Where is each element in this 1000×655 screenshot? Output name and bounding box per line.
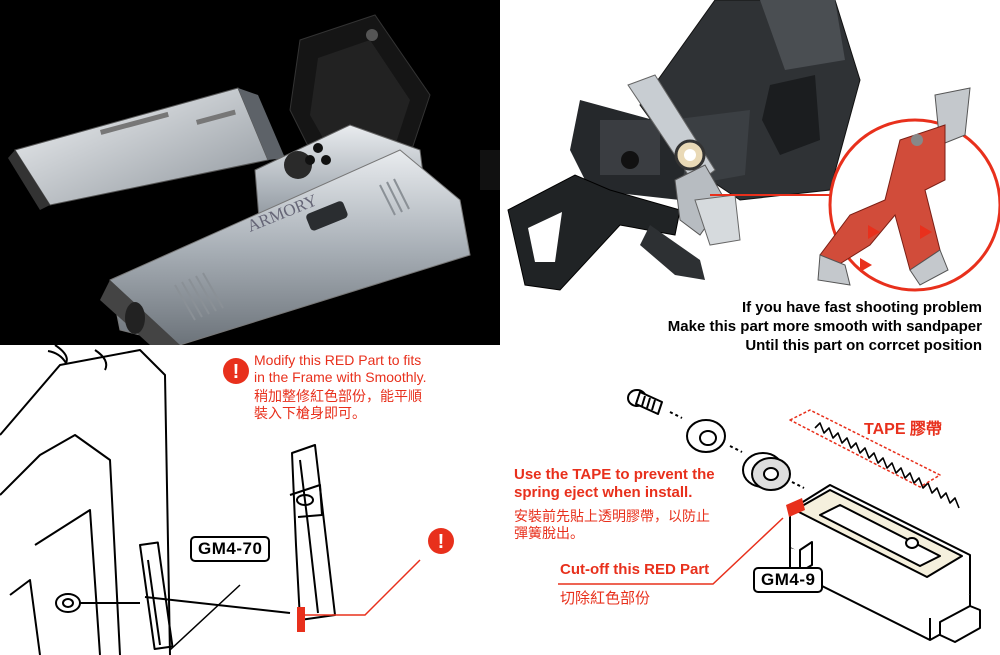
red-part-gm4-70 (297, 607, 305, 632)
tape-note-zh-1: 安裝前先貼上透明膠帶，以防止 (514, 508, 710, 524)
warning-glyph: ! (438, 531, 445, 553)
modify-note: Modify this RED Part to fits in the Fram… (254, 352, 426, 422)
hammer-photo-panel: If you have fast shooting problem Make t… (500, 0, 1000, 360)
slide: ARMORY (100, 149, 471, 346)
caption-line-1: If you have fast shooting problem (741, 299, 982, 316)
frame-drawing: ! ! (0, 345, 454, 655)
tape-note-en-2: spring eject when install. (514, 484, 693, 501)
blowback-housing (789, 484, 981, 643)
pistol-photo: ARMORY (0, 0, 500, 348)
modify-note-en-1: Modify this RED Part to fits (254, 352, 422, 368)
warning-icon: ! (428, 528, 454, 554)
warning-icon: ! (223, 358, 249, 384)
screw (627, 389, 663, 415)
fast-shooting-caption: If you have fast shooting problem Make t… (668, 298, 982, 355)
tape-label: TAPE 膠帶 (864, 421, 942, 438)
warning-glyph: ! (233, 361, 240, 383)
tape-note-zh-2: 彈簧脫出。 (514, 525, 584, 541)
caption-line-2: Make this part more smooth with sandpape… (667, 318, 982, 335)
modify-note-zh-1: 稍加整修紅色部份，能平順 (254, 388, 422, 404)
part-label-gm4-70: GM4-70 (190, 536, 271, 562)
blowback-unit-drawing (558, 389, 981, 643)
cutoff-label-en: Cut-off this RED Part (560, 561, 710, 578)
tape-note-en-1: Use the TAPE to prevent the (514, 466, 715, 483)
modify-note-zh-2: 裝入下槍身即可。 (254, 405, 366, 421)
frame-diagram-panel: ! ! Modify this RED Part to fits in the … (0, 345, 500, 655)
part-label-gm4-9: GM4-9 (753, 567, 824, 593)
red-part-gm4-9 (786, 498, 805, 517)
tape-note: Use the TAPE to prevent the spring eject… (514, 466, 715, 542)
blowback-diagram-panel: TAPE 膠帶 Use the TAPE to prevent the spri… (500, 360, 1000, 655)
cylinder-head (742, 452, 791, 491)
spring (814, 422, 960, 509)
caption-line-3: Until this part on corrcet position (745, 337, 982, 354)
pistol-photo-panel: ARMORY (0, 0, 500, 348)
magazine (8, 87, 285, 210)
hammer-photo (500, 0, 1000, 360)
magnifier-circle (817, 87, 1000, 292)
hammer (507, 174, 705, 291)
modify-note-en-2: in the Frame with Smoothly. (254, 369, 427, 385)
cutoff-label-zh: 切除紅色部份 (560, 590, 651, 607)
